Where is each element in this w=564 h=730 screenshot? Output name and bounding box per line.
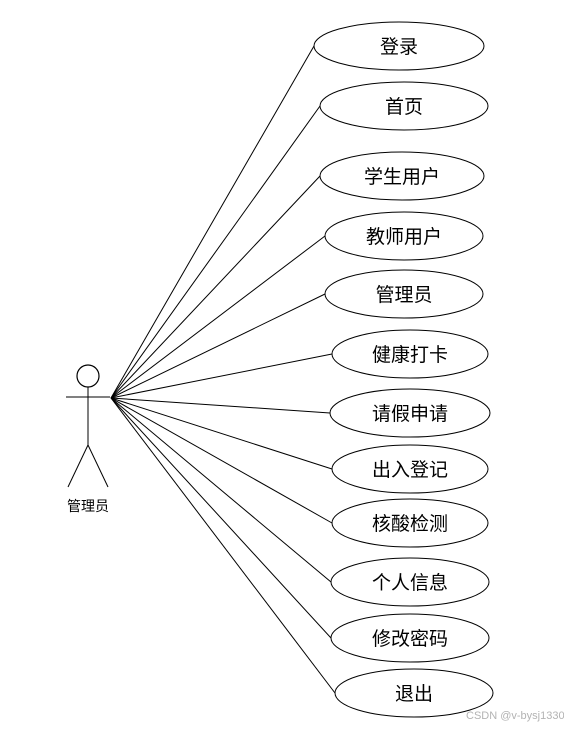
use-case-ellipse xyxy=(319,81,489,131)
use-case-ellipse xyxy=(324,211,484,261)
association-lines xyxy=(110,45,336,694)
actor: 管理员 xyxy=(66,364,110,515)
use-case-ellipse xyxy=(330,613,490,663)
use-case-ellipse xyxy=(330,557,490,607)
use-case: 请假申请 xyxy=(329,388,491,438)
actor-right-leg xyxy=(87,444,109,488)
actor-label: 管理员 xyxy=(67,499,109,515)
use-case-ellipse xyxy=(331,444,489,494)
use-case-label: 管理员 xyxy=(375,284,432,306)
use-case-ellipse xyxy=(334,668,494,718)
use-case-label: 个人信息 xyxy=(372,572,448,594)
association-line xyxy=(110,397,332,639)
use-case-label: 学生用户 xyxy=(364,166,440,188)
actor-left-leg xyxy=(67,444,89,488)
use-case: 健康打卡 xyxy=(331,329,489,379)
use-case-label: 核酸检测 xyxy=(372,513,448,535)
use-case-label: 请假申请 xyxy=(372,403,448,425)
use-case: 管理员 xyxy=(324,269,484,319)
use-case: 登录 xyxy=(313,21,485,71)
association-line xyxy=(110,175,321,399)
use-case: 退出 xyxy=(334,668,494,718)
association-line xyxy=(110,397,332,583)
use-case-ellipse xyxy=(329,388,491,438)
use-case-ellipse xyxy=(331,329,489,379)
use-case: 教师用户 xyxy=(324,211,484,261)
use-case-label: 出入登记 xyxy=(372,459,448,481)
use-case-label: 修改密码 xyxy=(372,628,448,650)
association-line xyxy=(110,353,333,399)
use-case-label: 健康打卡 xyxy=(372,344,448,366)
association-line xyxy=(110,397,331,414)
use-case: 出入登记 xyxy=(331,444,489,494)
use-case: 首页 xyxy=(319,81,489,131)
use-case-label: 退出 xyxy=(395,683,433,705)
use-case-label: 教师用户 xyxy=(366,226,442,248)
association-line xyxy=(110,397,336,694)
association-line xyxy=(110,293,326,399)
use-case: 核酸检测 xyxy=(331,498,489,548)
use-case-ellipse xyxy=(313,21,485,71)
association-line xyxy=(110,397,333,470)
association-line xyxy=(110,105,321,399)
use-case-list: 登录首页学生用户教师用户管理员健康打卡请假申请出入登记核酸检测个人信息修改密码退… xyxy=(313,21,494,718)
use-case-ellipse xyxy=(331,498,489,548)
actor-head xyxy=(76,364,100,388)
association-line xyxy=(110,397,333,524)
use-case-label: 登录 xyxy=(380,36,418,58)
watermark: CSDN @v-bysj1330 xyxy=(466,710,564,722)
use-case-ellipse xyxy=(324,269,484,319)
use-case: 修改密码 xyxy=(330,613,490,663)
use-case: 个人信息 xyxy=(330,557,490,607)
use-case: 学生用户 xyxy=(319,151,485,201)
association-line xyxy=(110,235,326,399)
association-line xyxy=(110,45,315,399)
use-case-ellipse xyxy=(319,151,485,201)
use-case-label: 首页 xyxy=(385,96,423,118)
